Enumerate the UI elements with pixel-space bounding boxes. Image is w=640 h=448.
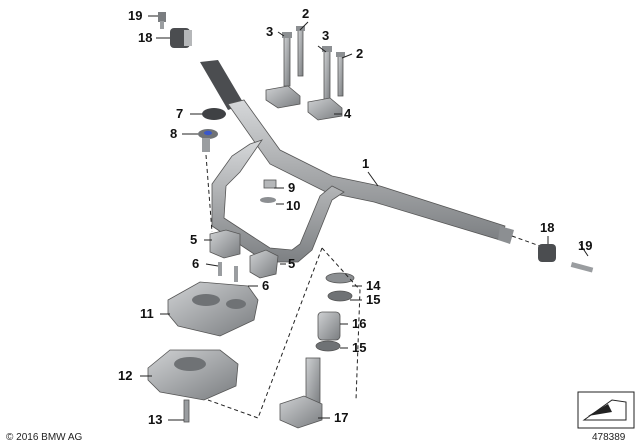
lower-bracket [147, 349, 239, 401]
copyright-notice: © 2016 BMW AG [6, 432, 83, 443]
callout-2-right: 2 [356, 46, 363, 61]
callout-19-right: 19 [578, 238, 592, 253]
callout-15-bottom: 15 [352, 340, 366, 355]
callout-19-left: 19 [128, 8, 142, 23]
riser-bracket [167, 281, 259, 337]
callout-16: 16 [352, 316, 366, 331]
callout-5-left: 5 [190, 232, 197, 247]
bar-end-weight-right [538, 244, 594, 273]
callout-14: 14 [366, 278, 381, 293]
callout-2-left: 2 [302, 6, 309, 21]
callout-4: 4 [344, 106, 352, 121]
callout-3-left: 3 [266, 24, 273, 39]
steering-column [279, 272, 355, 429]
bracket-bolt [183, 399, 190, 423]
callout-7: 7 [176, 106, 183, 121]
callout-11: 11 [140, 306, 154, 321]
lower-clamps [209, 229, 279, 279]
callout-3-right: 3 [322, 28, 329, 43]
callout-12: 12 [118, 368, 132, 383]
leader-lines [140, 15, 589, 421]
small-washers [260, 179, 277, 203]
handlebar [200, 60, 514, 263]
callout-6-right: 6 [262, 278, 269, 293]
upper-clamp [265, 85, 343, 121]
callout-13: 13 [148, 412, 162, 427]
callout-labels: 19 18 3 2 3 2 4 7 8 1 9 10 5 5 6 6 11 12… [118, 6, 592, 427]
callout-15-top: 15 [366, 292, 380, 307]
callout-18-left: 18 [138, 30, 152, 45]
callout-6-left: 6 [192, 256, 199, 271]
callout-5-right: 5 [288, 256, 295, 271]
callout-8: 8 [170, 126, 177, 141]
bar-end-weight-left [158, 12, 192, 48]
mirror-cap [198, 108, 226, 152]
page-corner-arrow-icon [577, 391, 635, 429]
reference-number: 478389 [592, 432, 626, 443]
assembly-guides [205, 154, 361, 419]
callout-1: 1 [362, 156, 369, 171]
callout-10: 10 [286, 198, 300, 213]
callout-18-right: 18 [540, 220, 554, 235]
callout-9: 9 [288, 180, 295, 195]
callout-17: 17 [334, 410, 348, 425]
small-bolts [218, 262, 238, 282]
